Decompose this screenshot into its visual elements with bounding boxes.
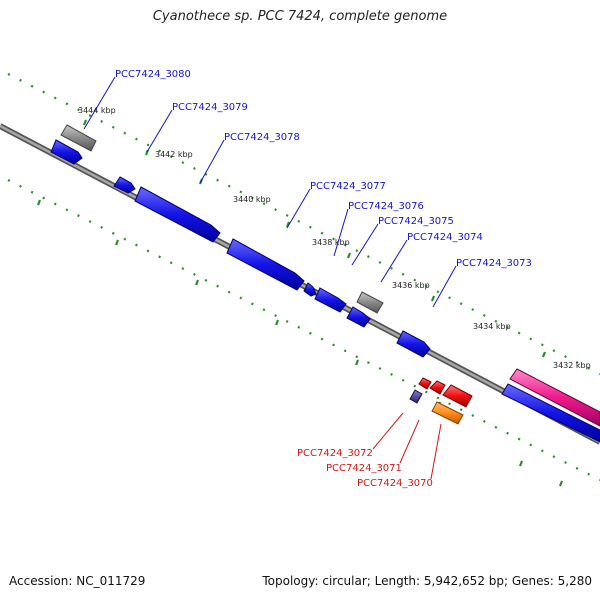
forward-leader-lines	[83, 76, 457, 308]
scale-label-3438: 3438 kbp	[312, 238, 350, 247]
genome-stats-text: Topology: circular; Length: 5,942,652 bp…	[262, 574, 592, 588]
feature-cds-3079[interactable]	[113, 176, 136, 194]
feature-cds-3073[interactable]	[396, 330, 431, 358]
scale-label-3434: 3434 kbp	[473, 322, 511, 331]
gene-label-3073[interactable]: PCC7424_3073	[456, 258, 532, 269]
gene-label-3077[interactable]: PCC7424_3077	[310, 181, 386, 192]
feature-cds-3075[interactable]	[314, 287, 347, 313]
feature-pink[interactable]	[509, 368, 600, 427]
gene-label-3071[interactable]: PCC7424_3071	[326, 463, 402, 474]
gene-label-3070[interactable]: PCC7424_3070	[357, 478, 433, 489]
feature-misc-3072[interactable]	[409, 389, 423, 404]
feature-cds-3080-arrow[interactable]	[50, 139, 83, 165]
tick-track-outer	[7, 73, 600, 375]
scale-label-3432: 3432 kbp	[553, 361, 591, 370]
scale-label-3440: 3440 kbp	[233, 195, 271, 204]
major-tick-marks	[36, 119, 564, 487]
scale-label-3436: 3436 kbp	[392, 281, 430, 290]
feature-cds-3070[interactable]	[442, 384, 473, 408]
map-title: Cyanothece sp. PCC 7424, complete genome	[152, 9, 448, 24]
tick-track-inner	[7, 179, 600, 481]
gene-label-3076[interactable]: PCC7424_3076	[348, 201, 424, 212]
feature-cds-3072[interactable]	[418, 377, 432, 390]
gene-label-3080[interactable]: PCC7424_3080	[115, 69, 191, 80]
gene-label-3079[interactable]: PCC7424_3079	[172, 102, 248, 113]
feature-cds-3076[interactable]	[303, 282, 317, 297]
reverse-leader-lines	[372, 412, 442, 480]
feature-pseudo-3080[interactable]	[60, 124, 97, 152]
feature-blue-right[interactable]	[501, 383, 600, 443]
feature-cds-3078[interactable]	[134, 186, 221, 243]
gene-label-3074[interactable]: PCC7424_3074	[407, 232, 483, 243]
feature-rna-3070[interactable]	[431, 401, 464, 425]
feature-cds-3071[interactable]	[429, 380, 446, 395]
gene-label-3075[interactable]: PCC7424_3075	[378, 216, 454, 227]
gene-label-3072[interactable]: PCC7424_3072	[297, 448, 373, 459]
feature-cds-3074-fwd[interactable]	[346, 306, 371, 328]
scale-label-3442: 3442 kbp	[155, 150, 193, 159]
gene-label-3078[interactable]: PCC7424_3078	[224, 132, 300, 143]
feature-cds-3077[interactable]	[226, 238, 305, 291]
accession-text: Accession: NC_011729	[9, 574, 146, 588]
feature-pseudo-3074[interactable]	[356, 291, 384, 314]
scale-label-3444: 3444 kbp	[78, 106, 116, 115]
